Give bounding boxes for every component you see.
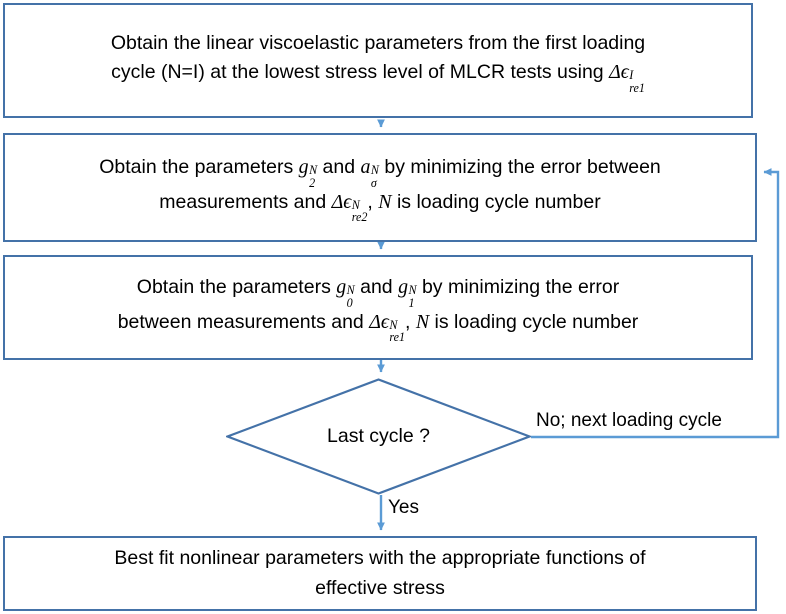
step1-delta-epsilon: Δϵ: [609, 60, 629, 83]
step3-n-symbol: N: [415, 310, 430, 333]
step2-line1-c: by minimizing the error between: [378, 155, 661, 178]
step3-line1-a: Obtain the parameters: [136, 275, 337, 298]
step3-line1-c: by minimizing the error: [416, 275, 620, 298]
step2-delta-superscript: N: [351, 197, 360, 212]
step1-text: Obtain the linear viscoelastic parameter…: [19, 29, 737, 94]
step3-line2-b: ,: [404, 310, 416, 333]
step2-g-subscript: 2: [309, 175, 316, 190]
step2-a-superscript: N: [370, 163, 379, 178]
step2-line2-a: measurements and: [159, 190, 332, 213]
step2-line1-b: and: [317, 155, 361, 178]
step4-line1: Best fit nonlinear parameters with the a…: [114, 547, 646, 570]
step3-g1-symbol: g: [398, 275, 409, 298]
step3-line2-c: is loading cycle number: [429, 310, 639, 333]
step3-g1-subscript: 1: [408, 295, 415, 310]
step2-a-symbol: a: [360, 155, 371, 178]
decision-label: Last cycle ?: [327, 425, 430, 447]
step3-line1-b: and: [354, 275, 399, 298]
step2-n-symbol: N: [378, 190, 392, 213]
step2-g-symbol: g: [298, 155, 309, 178]
step2-delta-epsilon: Δϵ: [331, 190, 352, 213]
step2-line2-b: ,: [367, 190, 379, 213]
step3-delta-subscript: re1: [389, 330, 405, 345]
edge-label-yes: Yes: [388, 497, 419, 518]
step3-g0-symbol: g: [336, 275, 347, 298]
step2-g-superscript: N: [309, 163, 318, 178]
step2-a-subscript: σ: [370, 175, 377, 190]
step4-line2: effective stress: [315, 576, 445, 599]
step1-line2: cycle (N=I) at the lowest stress level o…: [111, 60, 610, 83]
step3-g0-superscript: N: [346, 283, 355, 298]
decision-label-wrapper: Last cycle ?: [226, 378, 531, 495]
step2-delta-subscript: re2: [351, 210, 368, 225]
step3-g1-superscript: N: [408, 283, 417, 298]
process-box-step4: Best fit nonlinear parameters with the a…: [3, 536, 757, 611]
step2-line1-a: Obtain the parameters: [99, 155, 299, 178]
step1-subscript: re1: [629, 80, 645, 95]
step3-delta-epsilon: Δϵ: [369, 310, 389, 333]
step3-line2-a: between measurements and: [117, 310, 370, 333]
step2-line2-c: is loading cycle number: [391, 190, 601, 213]
step3-delta-superscript: N: [389, 317, 398, 332]
process-box-step1: Obtain the linear viscoelastic parameter…: [3, 3, 753, 118]
step4-text: Best fit nonlinear parameters with the a…: [19, 544, 741, 603]
step1-superscript: I: [629, 68, 634, 83]
edge-label-no-next-loading-cycle: No; next loading cycle: [536, 410, 722, 431]
step3-g0-subscript: 0: [346, 295, 353, 310]
decision-diamond: [226, 378, 531, 495]
step1-line1: Obtain the linear viscoelastic parameter…: [110, 31, 646, 54]
